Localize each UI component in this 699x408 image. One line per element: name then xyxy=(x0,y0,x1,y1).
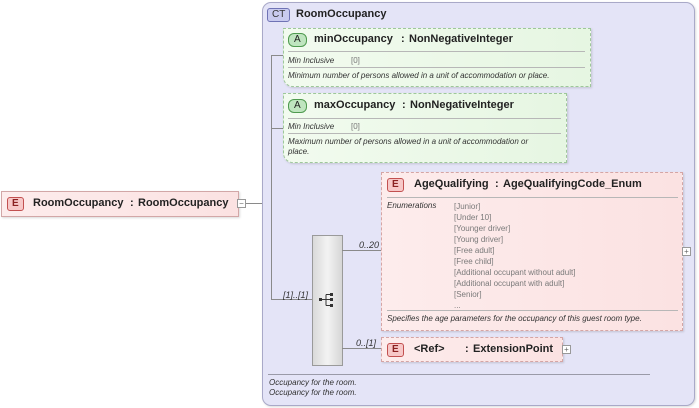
plus-box-icon[interactable]: + xyxy=(682,247,691,256)
element-doc-separator xyxy=(387,310,678,311)
element-doc: Specifies the age parameters for the occ… xyxy=(387,314,642,323)
element-ref: <Ref> xyxy=(414,343,445,355)
connector-age-qualifying xyxy=(342,250,381,251)
attribute-doc-separator xyxy=(288,67,585,68)
element-separator: : xyxy=(495,178,499,190)
connector-root-ct xyxy=(246,203,262,204)
collapse-icon[interactable]: − xyxy=(237,199,246,208)
complex-type-doc-line-1: Occupancy for the room. xyxy=(269,378,357,387)
sequence-compositor[interactable] xyxy=(312,235,343,366)
element-name: AgeQualifying xyxy=(414,178,489,190)
enumeration-item: [Junior] xyxy=(454,202,481,211)
complex-type-name: RoomOccupancy xyxy=(296,8,387,20)
connector-attr-1 xyxy=(271,55,283,56)
enumeration-item: [Free child] xyxy=(454,257,494,266)
enumeration-item: [Senior] xyxy=(454,290,482,299)
complex-type-doc-separator xyxy=(268,374,650,375)
attribute-min-occupancy[interactable]: A minOccupancy : NonNegativeInteger Min … xyxy=(283,28,591,87)
attribute-type: NonNegativeInteger xyxy=(409,33,513,45)
connector-attr-2 xyxy=(271,128,283,129)
element-age-qualifying[interactable]: E AgeQualifying : AgeQualifyingCode_Enum… xyxy=(381,172,683,331)
enumeration-item: [Additional occupant with adult] xyxy=(454,279,565,288)
attribute-separator: : xyxy=(402,99,406,111)
enumeration-list: [Junior] [Under 10] [Younger driver] [Yo… xyxy=(454,201,575,311)
extension-point-cardinality: 0..[1] xyxy=(356,338,377,348)
attribute-badge: A xyxy=(288,99,307,113)
root-element-separator: : xyxy=(130,197,134,209)
attribute-name: minOccupancy xyxy=(314,33,393,45)
enumeration-item: [Under 10] xyxy=(454,213,492,222)
facet-value: [0] xyxy=(351,122,360,131)
connector-extension-point xyxy=(342,348,381,349)
element-badge: E xyxy=(387,343,404,357)
element-type: AgeQualifyingCode_Enum xyxy=(503,178,642,190)
sequence-tree-icon xyxy=(319,293,333,307)
element-badge: E xyxy=(387,178,404,192)
complex-type-doc-line-2: Occupancy for the room. xyxy=(269,388,357,397)
enumeration-item: [Younger driver] xyxy=(454,224,511,233)
enumeration-item: [Additional occupant without adult] xyxy=(454,268,576,277)
attribute-max-occupancy[interactable]: A maxOccupancy : NonNegativeInteger Min … xyxy=(283,93,567,163)
attribute-doc-line-1: Maximum number of persons allowed in a u… xyxy=(288,137,529,146)
element-name: ExtensionPoint xyxy=(473,343,554,355)
plus-box-icon[interactable]: + xyxy=(562,345,571,354)
attribute-badge: A xyxy=(288,33,307,47)
attribute-doc-separator xyxy=(288,133,561,134)
attribute-header-separator xyxy=(288,118,561,119)
attribute-type: NonNegativeInteger xyxy=(410,99,514,111)
facet-label: Min Inclusive xyxy=(288,122,335,131)
element-header-separator xyxy=(387,197,678,198)
element-separator: : xyxy=(465,343,469,355)
enumeration-item: [Young driver] xyxy=(454,235,504,244)
sequence-cardinality: [1]..[1] xyxy=(283,290,309,300)
facet-value: [0] xyxy=(351,56,360,65)
attribute-separator: : xyxy=(401,33,405,45)
attribute-doc: Minimum number of persons allowed in a u… xyxy=(288,71,550,80)
attribute-header-separator xyxy=(288,51,585,52)
complex-type-badge: CT xyxy=(267,8,291,22)
root-element-type: RoomOccupancy xyxy=(138,197,229,209)
attribute-doc-line-2: place. xyxy=(288,147,310,156)
element-extension-point[interactable]: E <Ref> : ExtensionPoint xyxy=(381,337,563,362)
enumeration-item: [Free adult] xyxy=(454,246,495,255)
connector-vertical xyxy=(271,55,272,299)
facet-label: Min Inclusive xyxy=(288,56,335,65)
element-badge: E xyxy=(7,197,24,211)
enumerations-label: Enumerations xyxy=(387,201,437,210)
connector-sequence xyxy=(271,299,312,300)
root-element-name: RoomOccupancy xyxy=(33,197,124,209)
age-qualifying-cardinality: 0..20 xyxy=(359,240,380,250)
root-element-box[interactable]: E RoomOccupancy : RoomOccupancy xyxy=(1,191,239,217)
attribute-name: maxOccupancy xyxy=(314,99,396,111)
enumeration-item: ... xyxy=(454,301,461,310)
